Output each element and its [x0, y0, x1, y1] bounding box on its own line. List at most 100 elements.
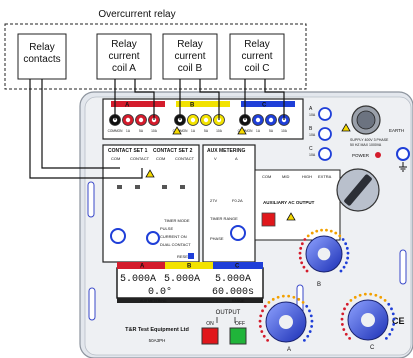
- knob-tick: [374, 293, 378, 297]
- knob-tick: [308, 330, 312, 333]
- aux-ac-output-panel: [254, 169, 341, 241]
- display-tab-a: [117, 262, 165, 269]
- box-line: Relay: [111, 39, 137, 50]
- com-label: COM: [156, 156, 165, 161]
- fuse-c-icon[interactable]: [318, 147, 332, 161]
- socket-hole: [125, 117, 131, 123]
- knob-tick: [259, 314, 263, 318]
- brand-label: T&R Test Equipment Ltd: [125, 327, 189, 333]
- panel-slot: [87, 181, 95, 218]
- earth-label: EARTH: [389, 128, 404, 133]
- aux-metering-label: AUX METERING: [207, 148, 245, 154]
- earth-terminal[interactable]: [396, 147, 410, 161]
- knob-tick: [344, 332, 348, 336]
- output-label: OUTPUT: [216, 310, 241, 316]
- socket-label: COMMON: [238, 129, 254, 133]
- knob-tick: [341, 312, 345, 316]
- knob-tick: [320, 228, 323, 232]
- box-line: current: [108, 51, 139, 62]
- fuse-b-icon[interactable]: [318, 127, 332, 141]
- knob-a-label: A: [287, 347, 291, 353]
- box-line: coil C: [244, 63, 269, 74]
- knob-b-label: B: [317, 282, 321, 288]
- knob-tick: [343, 307, 346, 311]
- com-label: COM: [111, 156, 120, 161]
- aux-fuse-label: F0.2A: [232, 198, 243, 203]
- display-footer-label: RANGE: [232, 299, 245, 303]
- overcurrent-relay-title: Overcurrent relay: [98, 9, 175, 20]
- fuse-a-icon[interactable]: [318, 107, 332, 121]
- power-switch-lever: [344, 174, 372, 206]
- knob-tick: [309, 314, 313, 318]
- box-line: coil A: [112, 63, 136, 74]
- knob-tick: [345, 302, 349, 306]
- contact-label: CONTACT: [175, 156, 195, 161]
- timer-mode-knob[interactable]: [146, 231, 160, 245]
- knob-tick: [267, 301, 271, 304]
- knob-c-label: C: [370, 345, 375, 351]
- knob-tick: [300, 261, 304, 265]
- socket-hole: [255, 117, 261, 123]
- knob-tick: [310, 325, 314, 328]
- knob-tick: [300, 242, 304, 246]
- knob-tick: [346, 256, 350, 260]
- phase-selector-knob[interactable]: [230, 225, 246, 241]
- dual-contact-label: DUAL CONTACT: [160, 242, 191, 247]
- phase-b-header: [176, 101, 230, 107]
- fuse-rating-label: 10A: [309, 153, 316, 157]
- display-footer: [117, 298, 263, 303]
- relay-coil-a-box: Relay current coil A: [96, 33, 152, 80]
- reset-button[interactable]: [188, 253, 194, 259]
- earth-icon: [399, 162, 407, 172]
- timer-mode-selector[interactable]: [110, 228, 126, 244]
- socket-hole: [138, 117, 144, 123]
- knob-tick: [310, 231, 314, 235]
- phase-a-header: [111, 101, 165, 107]
- knob-tick: [271, 297, 275, 301]
- socket-label: 10A: [151, 129, 158, 133]
- knob-tick: [306, 334, 310, 338]
- knob-tick: [353, 295, 357, 299]
- power-label: POWER: [352, 153, 370, 158]
- supply-label: SUPPLY 400V 3 PHASE: [350, 138, 389, 142]
- socket-hole: [268, 117, 274, 123]
- contact-set-1-label: CONTACT SET 1: [108, 148, 148, 154]
- warning-icon: [286, 212, 296, 221]
- box-line: current: [174, 51, 205, 62]
- fuse-a-label: A: [309, 106, 313, 112]
- knob-tick: [346, 251, 350, 255]
- knob-tick: [340, 317, 344, 321]
- display-tab-c: [213, 262, 263, 269]
- toggle-switch[interactable]: [162, 185, 167, 189]
- output-off-button[interactable]: [229, 327, 247, 345]
- knob-tick: [383, 299, 387, 302]
- aux-term-label: MID: [282, 174, 289, 179]
- socket-label: 1A: [256, 129, 261, 133]
- display-current-a: 5.000A: [120, 274, 156, 285]
- aux-ac-output-label: AUXILIARY AC OUTPUT: [263, 200, 315, 205]
- knob-tick: [305, 304, 309, 308]
- warning-icon: [237, 126, 247, 135]
- box-line: Relay: [177, 39, 203, 50]
- reset-label: RESET: [177, 254, 191, 259]
- toggle-switch[interactable]: [180, 185, 185, 189]
- knob-tick: [349, 299, 353, 302]
- knob-tick: [262, 334, 266, 338]
- knob-tick: [384, 336, 388, 340]
- knob-tick: [302, 338, 306, 342]
- knob-tick: [281, 294, 285, 298]
- toggle-switch[interactable]: [117, 185, 122, 189]
- aux-output-button[interactable]: [261, 212, 276, 227]
- toggle-switch[interactable]: [135, 185, 140, 189]
- contact-label: CONTACT: [130, 156, 150, 161]
- output-on-button[interactable]: [201, 327, 219, 345]
- knob-tick: [292, 295, 296, 299]
- knob-tick: [390, 307, 393, 311]
- knob-tick: [387, 302, 391, 306]
- wire-coil-c-5a: [264, 79, 285, 120]
- knob-tick: [276, 295, 280, 299]
- knob-tick: [340, 323, 344, 326]
- aux-a-label: A: [235, 156, 238, 161]
- phase-a-label: A: [125, 103, 130, 109]
